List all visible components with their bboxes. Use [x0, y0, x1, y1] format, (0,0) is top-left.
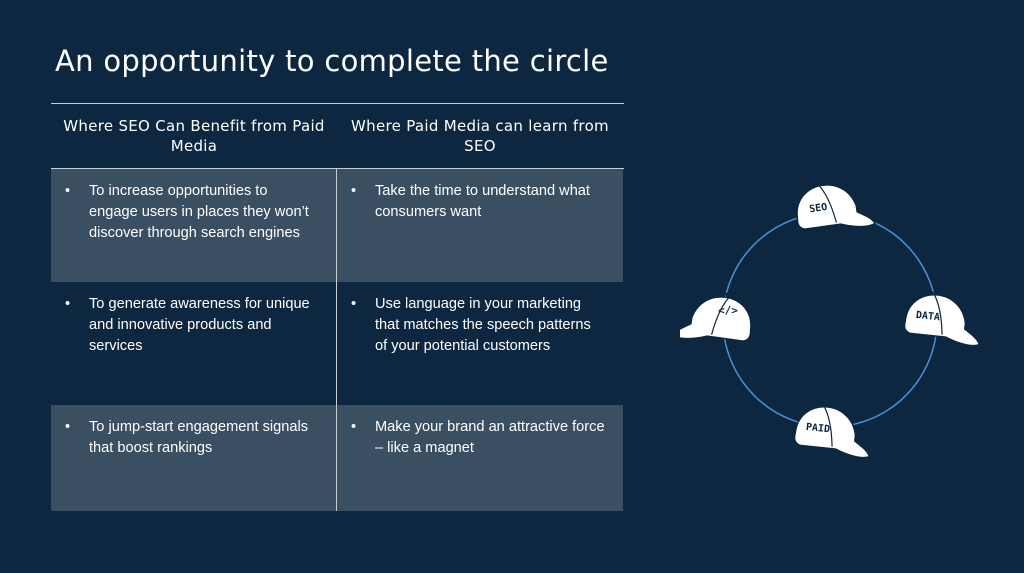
- cap-label-seo: SEO: [809, 202, 828, 215]
- data-cap-icon: DATA: [902, 286, 980, 348]
- cap-label-paid: PAID: [805, 422, 830, 435]
- cell-text: Make your brand an attractive force – li…: [375, 419, 605, 456]
- table-row: • To generate awareness for unique and in…: [51, 282, 624, 405]
- bullet-icon: •: [351, 296, 357, 312]
- table-cell: • To generate awareness for unique and in…: [51, 282, 337, 405]
- cap-label-data: DATA: [915, 310, 940, 323]
- table-top-rule: [51, 103, 624, 104]
- paid-cap-icon: PAID: [792, 398, 876, 460]
- comparison-table: Where SEO Can Benefit from Paid Media Wh…: [51, 103, 624, 511]
- table-cell: • To jump-start engagement signals that b…: [51, 405, 337, 511]
- bullet-icon: •: [351, 419, 357, 435]
- table-cell: • Take the time to understand what consum…: [337, 169, 623, 282]
- cell-text: To generate awareness for unique and inn…: [89, 296, 310, 354]
- header-paid-media-learn: Where Paid Media can learn from SEO: [351, 117, 609, 155]
- cap-label-code: </>: [718, 304, 738, 317]
- cell-text: Take the time to understand what consume…: [375, 183, 590, 220]
- seo-cap-icon: SEO: [791, 173, 876, 237]
- cell-text: To jump-start engagement signals that bo…: [89, 419, 309, 456]
- table-row: • To increase opportunities to engage use…: [51, 169, 624, 282]
- table-cell: • Make your brand an attractive force – l…: [337, 405, 623, 511]
- bullet-icon: •: [351, 183, 357, 199]
- cell-text: To increase opportunities to engage user…: [89, 183, 309, 241]
- table-row: • To jump-start engagement signals that b…: [51, 405, 624, 511]
- bullet-icon: •: [65, 419, 71, 435]
- cap-cycle-diagram: SEO DATA PAID </>: [680, 173, 980, 460]
- table-header-row: Where SEO Can Benefit from Paid Media Wh…: [51, 104, 624, 169]
- table-cell: • To increase opportunities to engage use…: [51, 169, 337, 282]
- cell-text: Use language in your marketing that matc…: [375, 296, 591, 354]
- header-seo-benefits: Where SEO Can Benefit from Paid Media: [63, 117, 325, 155]
- bullet-icon: •: [65, 296, 71, 312]
- bullet-icon: •: [65, 183, 71, 199]
- table-cell: • Use language in your marketing that mat…: [337, 282, 623, 405]
- page-title: An opportunity to complete the circle: [55, 44, 609, 78]
